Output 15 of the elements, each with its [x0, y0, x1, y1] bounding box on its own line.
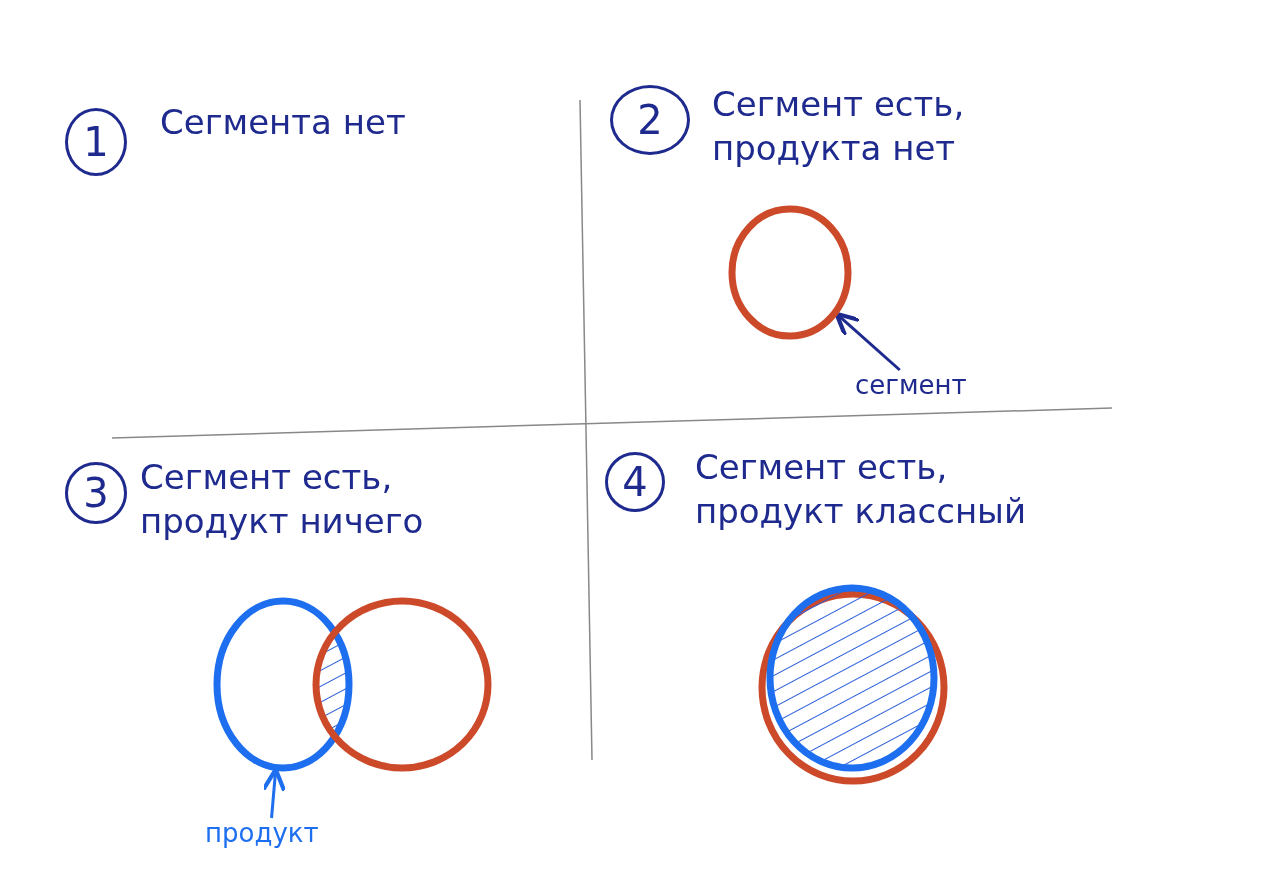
arrow: [834, 311, 901, 372]
circled-number: 2: [610, 85, 690, 155]
circled-number: 1: [65, 108, 127, 176]
heading: Сегмент есть, продукт ничего: [140, 456, 425, 543]
annotation-text: сегмент: [855, 370, 985, 406]
annotation-text: продукт: [205, 818, 335, 854]
segment-circle: [312, 597, 492, 772]
circled-number: 3: [65, 462, 127, 524]
circled-number: 4: [605, 452, 665, 512]
heading: Сегмент есть, продукт классный: [695, 446, 1028, 533]
segment-circle: [728, 205, 852, 340]
hatched-product-circle: [766, 584, 938, 772]
product-circle: [213, 597, 353, 772]
heading: Сегмент есть, продукта нет: [712, 83, 966, 170]
heading: Сегмента нет: [160, 101, 407, 144]
